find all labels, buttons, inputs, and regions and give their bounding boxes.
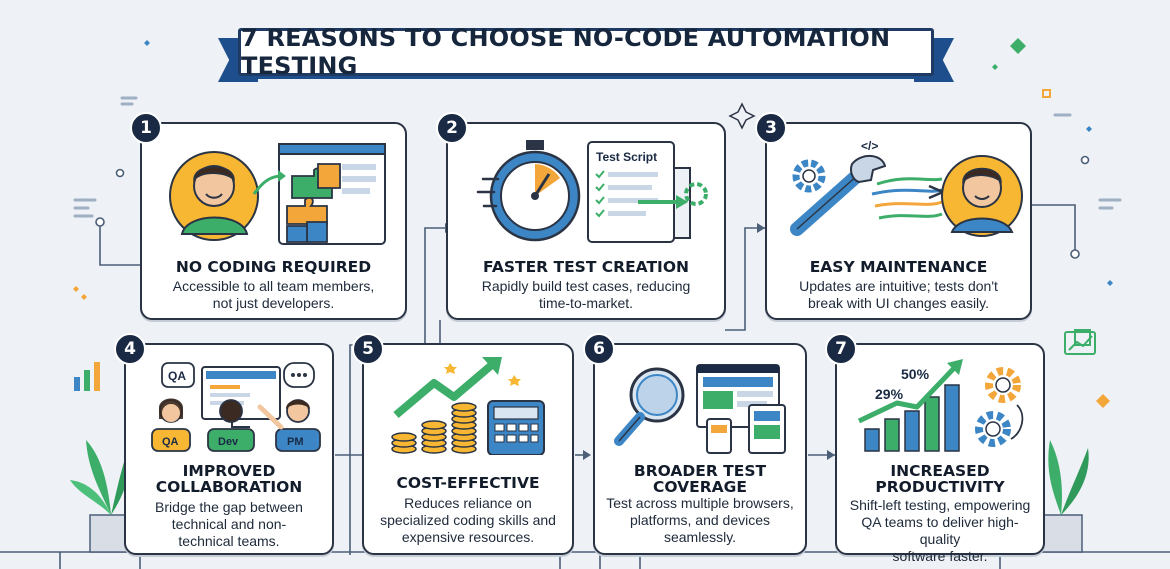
devices-magnifier-illustration xyxy=(614,364,786,454)
banner-plate: 7 REASONS TO CHOOSE NO-CODE AUTOMATION T… xyxy=(238,24,934,80)
percent-mid-label: 29% xyxy=(875,386,904,402)
description-line: technical teams. xyxy=(178,533,280,549)
coins-calculator-illustration xyxy=(391,357,545,455)
person-dev-label: Dev xyxy=(218,436,239,448)
description-line: Reduces reliance on xyxy=(404,495,532,511)
reason-number-badge: 6 xyxy=(583,333,615,365)
description-line: Bridge the gap between xyxy=(155,499,303,515)
description-line: Rapidly build test cases, reducing xyxy=(481,278,691,294)
reason-title: BROADER TEST COVERAGE xyxy=(595,463,805,495)
reason-card-5: 5 COST-EFFECTIVE Reduces reliance on spe… xyxy=(352,333,574,555)
reason-description: Accessible to all team members, not just… xyxy=(152,278,395,312)
person-qa-label: QA xyxy=(162,436,179,448)
wrench-maintenance-illustration: </> xyxy=(790,139,1023,237)
reason-title: INCREASED PRODUCTIVITY xyxy=(837,463,1043,495)
reason-title: FASTER TEST CREATION xyxy=(483,258,689,276)
reason-number-badge: 1 xyxy=(130,112,162,144)
reason-title: NO CODING REQUIRED xyxy=(175,258,372,276)
reason-number-badge: 5 xyxy=(352,333,384,365)
reason-description: Rapidly build test cases, reducing time-… xyxy=(458,278,714,312)
reason-title: IMPROVED COLLABORATION xyxy=(126,463,332,495)
reason-description: Shift-left testing, empowering QA teams … xyxy=(847,497,1033,565)
description-line: break with UI changes easily. xyxy=(807,295,990,311)
description-line: technical and non- xyxy=(171,516,287,532)
reason-number-badge: 2 xyxy=(436,112,468,144)
description-line: software faster. xyxy=(892,548,988,564)
code-tag-label: </> xyxy=(861,139,878,153)
description-line: expensive resources. xyxy=(401,529,535,545)
title-line: IMPROVED xyxy=(182,462,276,480)
reason-title: EASY MAINTENANCE xyxy=(809,258,988,276)
description-line: time-to-market. xyxy=(538,295,634,311)
description-line: QA teams to deliver high-quality xyxy=(861,514,1019,547)
description-line: specialized coding skills and xyxy=(380,512,556,528)
title-line: COLLABORATION xyxy=(155,478,303,496)
page-title: 7 REASONS TO CHOOSE NO-CODE AUTOMATION T… xyxy=(241,24,891,80)
reason-card-6: 6 BROADER TEST COVERAGE Test across mult… xyxy=(583,333,807,555)
description-line: seamlessly. xyxy=(663,529,737,545)
reason-number-badge: 4 xyxy=(114,333,146,365)
reason-description: Updates are intuitive; tests don't break… xyxy=(777,278,1020,312)
title-banner: 7 REASONS TO CHOOSE NO-CODE AUTOMATION T… xyxy=(218,22,954,84)
reason-number-badge: 7 xyxy=(825,333,857,365)
description-line: not just developers. xyxy=(212,295,335,311)
qa-bubble-label: QA xyxy=(168,369,186,383)
developer-puzzle-illustration xyxy=(169,143,386,245)
reason-card-4: 4 QA QA Dev PM IMPROVED COLLABORATION Br… xyxy=(114,333,334,555)
description-line: Updates are intuitive; tests don't xyxy=(799,278,998,294)
title-line: PRODUCTIVITY xyxy=(875,478,1005,496)
reason-card-2: 2 Test Script FASTER TEST CREATION Rapid… xyxy=(436,112,726,320)
description-line: Accessible to all team members, xyxy=(172,278,375,294)
title-line: COVERAGE xyxy=(653,478,747,496)
title-line: INCREASED xyxy=(890,462,990,480)
reason-card-3: 3 </> EASY MAINTENANCE Updates are intui… xyxy=(755,112,1032,320)
reason-number-badge: 3 xyxy=(755,112,787,144)
description-line: platforms, and devices xyxy=(629,512,771,528)
reason-description: Bridge the gap between technical and non… xyxy=(136,499,322,550)
team-collaboration-illustration: QA QA Dev PM xyxy=(151,362,321,452)
reason-card-7: 7 50% 29% INCREASED PRODUCTIVITY Shift-l… xyxy=(825,333,1045,564)
reason-title: COST-EFFECTIVE xyxy=(396,474,540,492)
reason-description: Test across multiple browsers, platforms… xyxy=(605,495,795,546)
reason-card-1: 1 NO CODING REQUIRED Accessible to all t… xyxy=(130,112,407,320)
description-line: Shift-left testing, empowering xyxy=(849,497,1031,513)
description-line: Test across multiple browsers, xyxy=(606,495,794,511)
title-line: BROADER TEST xyxy=(633,462,767,480)
stopwatch-script-illustration: Test Script xyxy=(476,140,708,243)
person-pm-label: PM xyxy=(287,436,304,448)
percent-top-label: 50% xyxy=(901,366,930,382)
reason-description: Reduces reliance on specialized coding s… xyxy=(374,495,562,546)
test-script-label: Test Script xyxy=(596,150,657,164)
productivity-chart-illustration: 50% 29% xyxy=(857,359,1024,452)
